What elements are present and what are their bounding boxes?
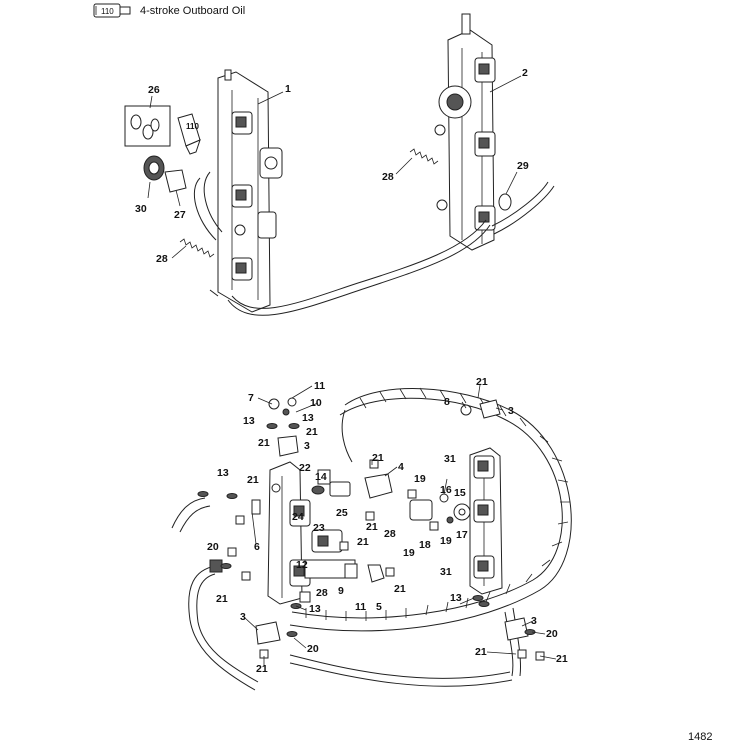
callout-24: 24 xyxy=(292,511,304,523)
callout-12: 12 xyxy=(296,559,308,571)
callout-11: 11 xyxy=(355,601,366,613)
callout-21: 21 xyxy=(306,426,318,438)
o-ring-kit xyxy=(124,105,171,147)
callout-21: 21 xyxy=(475,646,487,658)
callout-2: 2 xyxy=(522,67,528,79)
callout-3: 3 xyxy=(508,405,514,417)
cap xyxy=(498,193,512,211)
callout-16: 16 xyxy=(440,484,452,496)
callout-21: 21 xyxy=(372,452,384,464)
callout-13: 13 xyxy=(302,412,314,424)
page-number: 1482 xyxy=(688,731,712,743)
legend-icon-number: 110 xyxy=(101,7,114,16)
callout-25: 25 xyxy=(336,507,348,519)
callout-21: 21 xyxy=(256,663,268,675)
callout-27: 27 xyxy=(174,209,186,221)
callout-19: 19 xyxy=(414,473,426,485)
lower-assembly xyxy=(171,384,572,691)
callout-11: 11 xyxy=(314,380,325,392)
callout-15: 15 xyxy=(454,487,466,499)
callout-21: 21 xyxy=(247,474,259,486)
callout-21: 21 xyxy=(394,583,406,595)
legend: 110 4-stroke Outboard Oil xyxy=(93,3,245,18)
callout-21: 21 xyxy=(556,653,568,665)
bracket-4 xyxy=(364,473,393,499)
left-fuel-rail xyxy=(217,69,283,313)
callout-21: 21 xyxy=(258,437,270,449)
callout-13: 13 xyxy=(450,592,462,604)
callout-20: 20 xyxy=(546,628,558,640)
callout-18: 18 xyxy=(419,539,431,551)
callout-26: 26 xyxy=(148,84,160,96)
callout-31: 31 xyxy=(440,566,452,578)
callout-5: 5 xyxy=(376,601,382,613)
callout-3: 3 xyxy=(531,615,537,627)
lower-right-fuel-rail xyxy=(469,447,503,595)
callout-28: 28 xyxy=(316,587,328,599)
callout-21: 21 xyxy=(476,376,488,388)
callout-19: 19 xyxy=(403,547,415,559)
callout-20: 20 xyxy=(207,541,219,553)
callout-10: 10 xyxy=(310,397,322,409)
callout-3: 3 xyxy=(240,611,246,623)
callout-21: 21 xyxy=(216,593,228,605)
callout-1: 1 xyxy=(285,83,291,95)
callout-7: 7 xyxy=(248,392,254,404)
callout-17: 17 xyxy=(456,529,468,541)
callout-31: 31 xyxy=(444,453,456,465)
valve-18 xyxy=(409,499,433,521)
callout-28-right: 28 xyxy=(382,171,394,183)
callout-19: 19 xyxy=(440,535,452,547)
callout-3: 3 xyxy=(304,440,310,452)
upper-spring-right xyxy=(409,148,439,165)
lubricant-tube-icon: 110 xyxy=(93,3,131,18)
callout-20: 20 xyxy=(307,643,319,655)
callout-14: 14 xyxy=(315,471,327,483)
pressure-sensor xyxy=(329,481,351,497)
callout-21: 21 xyxy=(357,536,369,548)
callout-6: 6 xyxy=(254,541,260,553)
legend-text: 4-stroke Outboard Oil xyxy=(140,5,245,17)
callout-28: 28 xyxy=(384,528,396,540)
upper-callouts: 26 1 2 110 30 27 28 29 28 xyxy=(135,67,529,265)
callout-4: 4 xyxy=(398,461,404,473)
callout-28-left: 28 xyxy=(156,253,168,265)
callout-13: 13 xyxy=(309,603,321,615)
callout-23: 23 xyxy=(313,522,325,534)
right-fuel-rail xyxy=(434,13,496,251)
upper-spring-left xyxy=(179,238,215,258)
upper-assembly xyxy=(124,13,555,316)
connector xyxy=(164,169,187,193)
callout-21: 21 xyxy=(366,521,378,533)
lower-left-fuel-rail xyxy=(267,461,311,605)
callout-13: 13 xyxy=(217,467,229,479)
callout-13: 13 xyxy=(243,415,255,427)
callout-29: 29 xyxy=(517,160,529,172)
callout-8: 8 xyxy=(444,396,450,408)
callout-30: 30 xyxy=(135,203,147,215)
callout-22: 22 xyxy=(299,462,311,474)
fitting-22 xyxy=(317,469,331,485)
lower-callouts: 11 21 7 10 8 3 13 13 21 21 3 21 4 13 21 … xyxy=(207,376,568,675)
callout-110: 110 xyxy=(186,122,199,131)
callout-9: 9 xyxy=(338,585,344,597)
lubricant-tube xyxy=(177,113,201,155)
clip-5 xyxy=(367,564,385,583)
